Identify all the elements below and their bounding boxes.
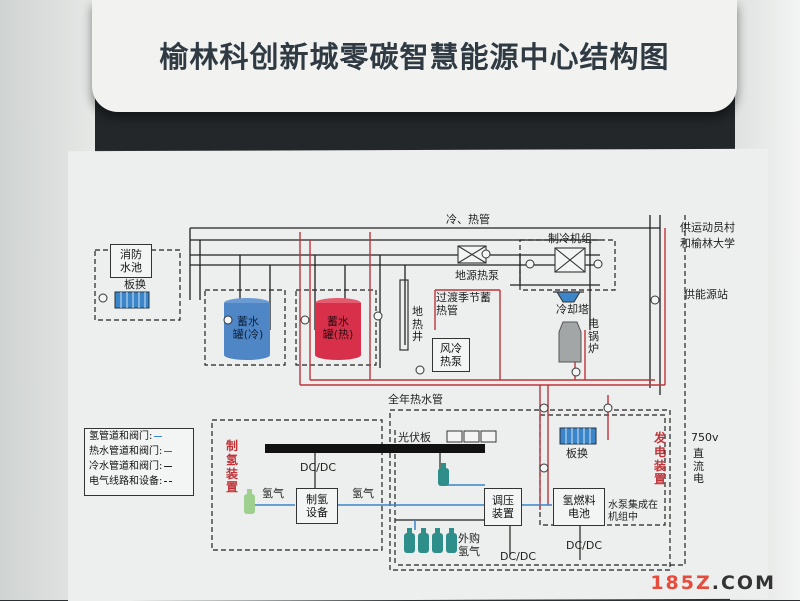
power-generation-label: 发电装置 bbox=[654, 432, 667, 487]
watermark-suffix: .COM bbox=[712, 572, 776, 594]
hydrogen-gas-left-label: 氢气 bbox=[262, 488, 284, 501]
legend-swatch-hot bbox=[164, 451, 172, 452]
dcdc-top-label: DC/DC bbox=[300, 462, 336, 475]
supply-station-label: 供能源站 bbox=[684, 289, 728, 302]
dcdc-bottom-1-label: DC/DC bbox=[500, 551, 536, 564]
air-pump-label: 风冷热泵 bbox=[438, 342, 464, 368]
plate-exchanger-2-icon bbox=[560, 428, 596, 444]
chiller-label: 制冷机组 bbox=[548, 233, 592, 246]
dc-bus-bar bbox=[265, 444, 485, 453]
supply-label-2: 和榆林大学 bbox=[680, 238, 735, 251]
boiler-label: 电锅炉 bbox=[588, 318, 600, 356]
solar-panels bbox=[447, 431, 496, 442]
legend-swatch-hydrogen bbox=[154, 436, 162, 437]
chiller-icon bbox=[555, 248, 585, 272]
legend-swatch-electric bbox=[164, 481, 172, 482]
voltage-label: 750v bbox=[691, 432, 719, 445]
regulator-label: 调压装置 bbox=[490, 494, 516, 520]
purchased-hydrogen-label: 外购氢气 bbox=[458, 533, 484, 558]
legend-swatch-cold bbox=[164, 466, 172, 467]
dc-power-label: 直流电 bbox=[693, 448, 706, 486]
plate-exchanger-2-label: 板换 bbox=[566, 448, 588, 461]
dcdc-bottom-2-label: DC/DC bbox=[566, 540, 602, 553]
watermark: 185Z.COM bbox=[650, 572, 776, 594]
legend-item-hydrogen: 氢管道和阀门: bbox=[85, 429, 193, 444]
fuel-cell-box: 氢燃料电池 bbox=[553, 488, 605, 526]
legend-item-hot: 热水管道和阀门: bbox=[85, 444, 193, 459]
water-pump-note-label: 水泵集成在机组中 bbox=[608, 500, 658, 523]
geo-well-shape bbox=[400, 280, 408, 350]
fuel-cell-label: 氢燃料电池 bbox=[559, 494, 599, 520]
watermark-main: 185Z bbox=[650, 572, 711, 594]
legend-item-cold: 冷水管道和阀门: bbox=[85, 459, 193, 474]
plate-exchanger-label: 板换 bbox=[124, 279, 146, 292]
fire-pool-label: 消防水池 bbox=[117, 248, 145, 274]
cold-hot-pipe-label: 冷、热管 bbox=[446, 214, 490, 227]
hydrogen-equipment-box: 制氢设备 bbox=[296, 488, 338, 524]
tank-hot-label: 蓄水罐(热) bbox=[322, 316, 354, 341]
hydrogen-device-label: 制氢装置 bbox=[226, 440, 239, 495]
air-pump-box: 风冷热泵 bbox=[432, 338, 470, 372]
supply-label-1: 供运动员村 bbox=[680, 222, 735, 235]
boiler-icon bbox=[559, 322, 581, 362]
plate-exchanger-icon bbox=[115, 292, 149, 308]
hydrogen-equipment-label: 制氢设备 bbox=[304, 493, 330, 519]
legend: 氢管道和阀门: 热水管道和阀门: 冷水管道和阀门: 电气线路和设备: bbox=[84, 428, 194, 496]
cooling-tower-label: 冷却塔 bbox=[556, 304, 589, 317]
transition-pipe-label: 过渡季节蓄热管 bbox=[436, 292, 492, 317]
fire-pool-box: 消防水池 bbox=[110, 244, 152, 278]
annual-hot-pipe-label: 全年热水管 bbox=[388, 394, 443, 407]
regulator-box: 调压装置 bbox=[484, 488, 522, 526]
legend-item-electric: 电气线路和设备: bbox=[85, 474, 193, 489]
hydrogen-gas-right-label: 氢气 bbox=[352, 488, 374, 501]
pv-panel-label: 光伏板 bbox=[398, 432, 431, 445]
hydrogen-output-bottle bbox=[244, 489, 255, 514]
cooling-tower-icon bbox=[553, 292, 584, 302]
hydrogen-bottles bbox=[404, 463, 457, 553]
ground-pump-label: 地源热泵 bbox=[455, 270, 499, 283]
geo-well-label: 地热井 bbox=[412, 306, 424, 344]
tank-cold-label: 蓄水罐(冷) bbox=[232, 316, 264, 341]
